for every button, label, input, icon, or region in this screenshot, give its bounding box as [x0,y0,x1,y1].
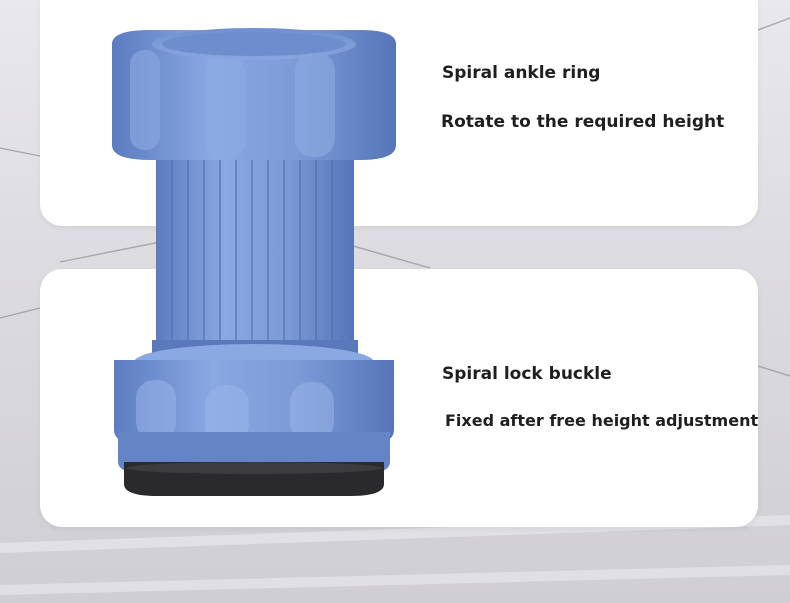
rubber-foot-pad [124,462,384,496]
threaded-shaft [152,150,358,360]
ring-detail: Rotate to the required height [441,112,725,132]
ring-title: Spiral ankle ring [442,63,601,83]
spiral-ankle-ring [112,28,396,160]
spiral-lock-buckle [114,344,394,474]
lock-title: Spiral lock buckle [442,364,612,384]
lock-detail: Fixed after free height adjustment [445,411,759,430]
